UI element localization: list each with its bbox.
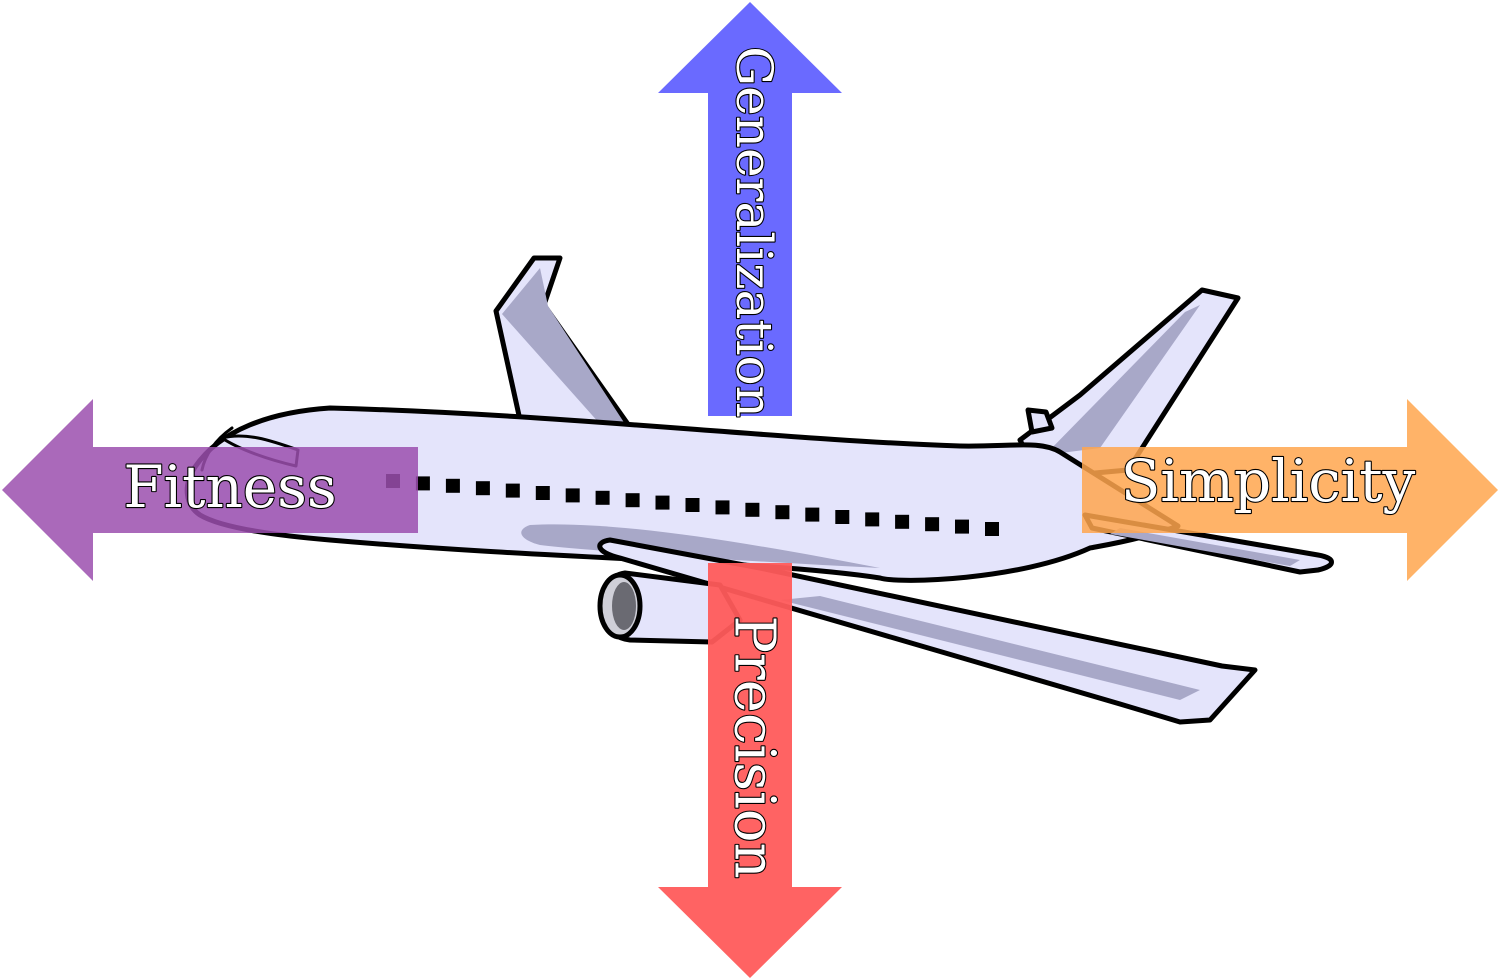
airplane-fuselage xyxy=(184,405,1181,583)
simplicity-label: Simplicity xyxy=(1121,447,1416,515)
airplane-window xyxy=(805,507,820,522)
airplane-window xyxy=(865,512,880,527)
precision-arrow-shape xyxy=(658,563,842,978)
precision-label: Precision xyxy=(722,615,787,878)
precision-arrow: Precision xyxy=(658,563,842,978)
fitness-arrow-shape xyxy=(2,399,418,581)
airplane-window xyxy=(775,505,790,520)
airplane-window xyxy=(625,493,640,508)
airplane-far-wing-shade xyxy=(502,268,625,424)
airplane-window xyxy=(835,510,850,524)
airplane-near-wing-shade xyxy=(780,596,1200,700)
airplane-window xyxy=(685,498,700,512)
airplane-window xyxy=(475,481,490,496)
airplane-stabilizer-shade xyxy=(1110,528,1300,566)
airplane-window xyxy=(415,476,430,491)
airplane-engine-intake-inner xyxy=(612,582,636,630)
generalization-label: Generalization xyxy=(725,46,783,418)
airplane-window xyxy=(445,478,460,493)
airplane-window xyxy=(745,502,760,517)
airplane-window xyxy=(985,522,999,536)
airplane-window xyxy=(505,483,520,498)
airplane-window xyxy=(715,500,730,515)
airplane-tail-tip xyxy=(1025,407,1055,435)
airplane-tail-fin-shade xyxy=(1045,305,1200,455)
airplane-window xyxy=(955,519,969,534)
airplane-window xyxy=(925,517,940,532)
generalization-arrow-shape xyxy=(658,2,842,416)
fitness-arrow: Fitness xyxy=(2,399,418,581)
fitness-label: Fitness xyxy=(123,453,336,521)
simplicity-arrow-shape xyxy=(1082,399,1498,581)
generalization-arrow: Generalization xyxy=(658,2,842,419)
airplane-belly-shade xyxy=(521,524,880,568)
airplane-window xyxy=(895,514,910,529)
simplicity-arrow: Simplicity xyxy=(1082,399,1498,581)
airplane-window xyxy=(655,495,670,510)
airplane-window xyxy=(595,490,610,505)
airplane-window xyxy=(535,486,550,500)
airplane-window xyxy=(565,488,580,503)
